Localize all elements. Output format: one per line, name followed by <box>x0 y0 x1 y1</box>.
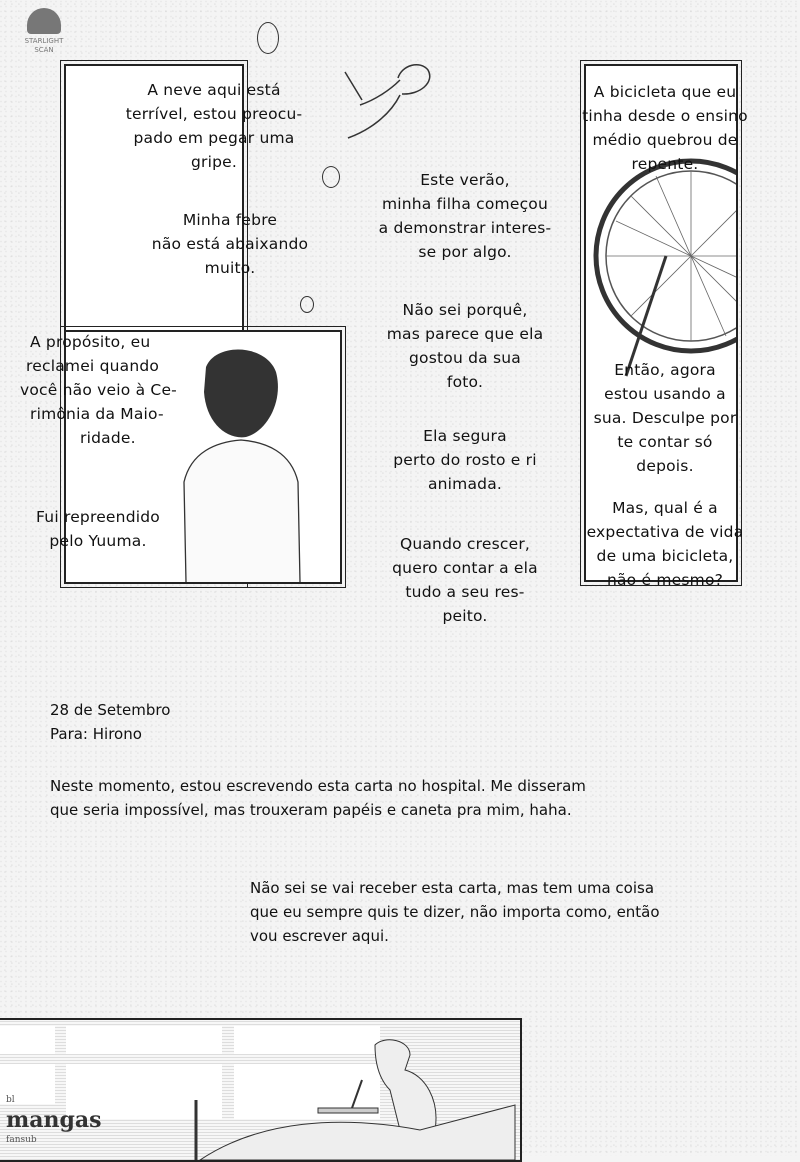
letter-paragraph-1: Neste momento, estou escrevendo esta car… <box>50 774 586 822</box>
caption-line: repente. <box>631 155 699 173</box>
scan-group-logo: STARLIGHT SCAN <box>16 8 72 55</box>
caption-line: A bicicleta que eu <box>593 83 737 101</box>
caption-line: a demonstrar interes- <box>378 219 552 237</box>
caption-line: Fui repreendido <box>36 508 160 526</box>
letter-line: que eu sempre quis te dizer, não importa… <box>250 903 660 921</box>
caption-line: muito. <box>204 259 256 277</box>
letter-line: Não sei se vai receber esta carta, mas t… <box>250 879 655 897</box>
man-writing-in-bed-drawing <box>194 1039 516 1160</box>
watermark-text: mangas <box>6 1107 102 1133</box>
man-from-behind-drawing <box>183 349 301 582</box>
caption-photo: Não sei porquê, mas parece que ela gosto… <box>360 298 570 394</box>
caption-line: Minha febre <box>182 211 278 229</box>
caption-line: você não veio à Ce- <box>20 381 177 399</box>
watermark-text: fansub <box>6 1135 37 1145</box>
caption-line: expectativa de vida <box>586 523 744 541</box>
caption-line: não está abaixando <box>151 235 309 253</box>
window-pane <box>0 1064 55 1104</box>
caption-line: estou usando a <box>604 385 726 403</box>
caption-line: rimônia da Maio- <box>30 405 164 423</box>
caption-line: A neve aqui está <box>147 81 281 99</box>
caption-life-expectancy: Mas, qual é a expectativa de vida de uma… <box>570 496 760 592</box>
caption-line: A propósito, eu <box>30 333 151 351</box>
letter-line: que seria impossível, mas trouxeram papé… <box>50 801 572 819</box>
caption-line: quero contar a ela <box>392 559 538 577</box>
caption-using-yours: Então, agora estou usando a sua. Desculp… <box>570 358 760 478</box>
thought-bubble <box>322 166 340 188</box>
caption-line: tinha desde o ensino <box>582 107 748 125</box>
caption-line: se por algo. <box>418 243 512 261</box>
caption-line: gostou da sua <box>409 349 521 367</box>
caption-line: ridade. <box>80 429 136 447</box>
caption-snow: A neve aqui está terrível, estou preocu-… <box>108 78 320 174</box>
caption-line: reclamei quando <box>26 357 160 375</box>
caption-ceremony: A propósito, eu reclamei quando você não… <box>20 330 190 450</box>
caption-bicycle: A bicicleta que eu tinha desde o ensino … <box>570 80 760 176</box>
window-pane <box>66 1026 222 1054</box>
caption-fever: Minha febre não está abaixando muito. <box>140 208 320 280</box>
caption-line: te contar só <box>617 433 713 451</box>
caption-line: minha filha começou <box>381 195 549 213</box>
letter-line: Neste momento, estou escrevendo esta car… <box>50 777 586 795</box>
letter-paragraph-2: Não sei se vai receber esta carta, mas t… <box>250 876 660 948</box>
caption-line: gripe. <box>190 153 238 171</box>
caption-line: sua. Desculpe por <box>593 409 737 427</box>
caption-line: médio quebrou de <box>592 131 738 149</box>
caption-daughter: Este verão, minha filha começou a demons… <box>360 168 570 264</box>
watermark-text: bl <box>6 1095 15 1105</box>
caption-line: não é mesmo? <box>606 571 724 589</box>
caption-line: perto do rosto e ri <box>393 451 537 469</box>
letter-line: vou escrever aqui. <box>250 927 389 945</box>
caption-line: tudo a seu res- <box>405 583 525 601</box>
window-pane <box>0 1026 55 1054</box>
logo-text: STARLIGHT <box>24 37 64 45</box>
moon-icon <box>27 8 61 34</box>
bicycle-wheel-drawing <box>593 158 736 377</box>
caption-line: depois. <box>636 457 694 475</box>
caption-grow-up: Quando crescer, quero contar a ela tudo … <box>360 532 570 628</box>
caption-line: pado em pegar uma <box>133 129 295 147</box>
thought-bubble <box>257 22 279 54</box>
caption-line: terrível, estou preocu- <box>125 105 303 123</box>
caption-line: animada. <box>427 475 503 493</box>
letter-date: 28 de Setembro <box>50 701 171 719</box>
caption-smile: Ela segura perto do rosto e ri animada. <box>360 424 570 496</box>
caption-line: foto. <box>446 373 484 391</box>
thought-bubble <box>300 296 314 313</box>
caption-line: mas parece que ela <box>386 325 544 343</box>
fansub-watermark: bl mangas fansub <box>6 1090 102 1150</box>
fist-drawing <box>344 63 431 139</box>
left-panel-lower <box>60 326 346 588</box>
caption-line: peito. <box>442 607 488 625</box>
logo-text: SCAN <box>34 46 54 54</box>
caption-line: Este verão, <box>420 171 510 189</box>
caption-line: Quando crescer, <box>399 535 531 553</box>
caption-line: Não sei porquê, <box>402 301 528 319</box>
right-panel <box>580 60 742 586</box>
caption-line: Ela segura <box>423 427 507 445</box>
hospital-panel <box>0 1018 522 1162</box>
letter-recipient: Para: Hirono <box>50 725 142 743</box>
caption-line: Mas, qual é a <box>612 499 718 517</box>
caption-line: pelo Yuuma. <box>49 532 147 550</box>
window-pane <box>234 1026 380 1054</box>
caption-line: de uma bicicleta, <box>596 547 734 565</box>
letter-header: 28 de Setembro Para: Hirono <box>50 698 170 746</box>
caption-yuuma: Fui repreendido pelo Yuuma. <box>28 505 168 553</box>
caption-line: Então, agora <box>614 361 716 379</box>
